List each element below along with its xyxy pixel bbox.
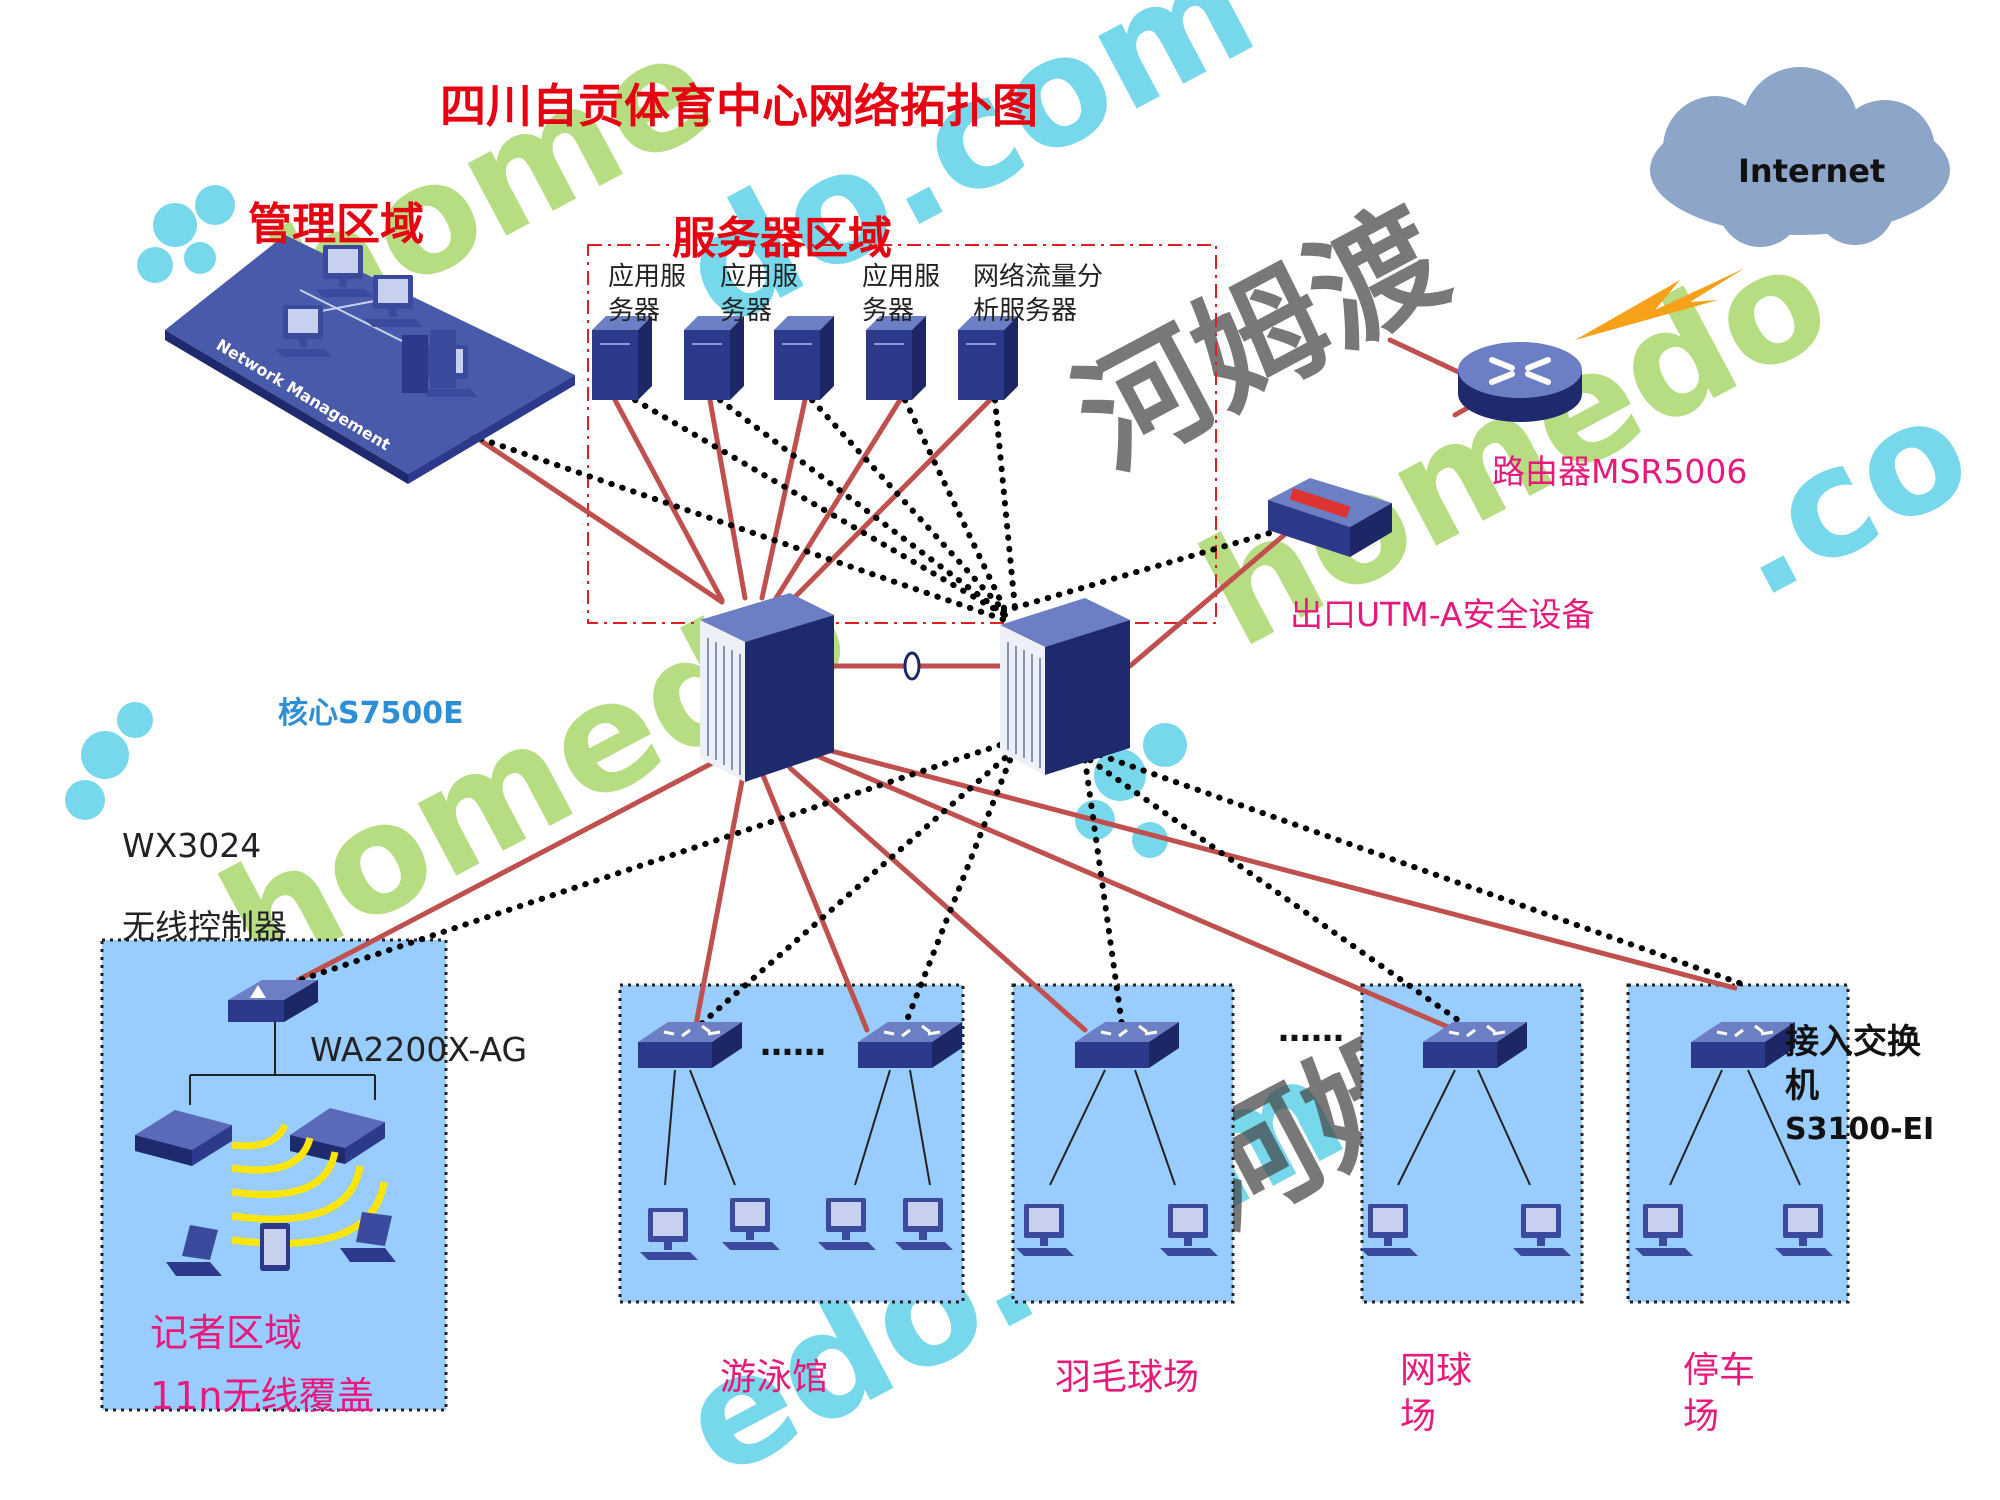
server-zone-title: 服务器区域	[672, 213, 892, 264]
server-label-4: 网络流量分析服务器	[973, 262, 1104, 326]
link-aggregation-icon	[903, 651, 921, 681]
wireless-coverage-label: 11n无线覆盖	[150, 1374, 375, 1418]
server-icon	[773, 315, 835, 401]
access-point-icon	[135, 1110, 232, 1166]
internet-cloud-icon	[1650, 67, 1950, 247]
management-zone-title: 管理区域	[248, 199, 424, 250]
venue-parking: 停车场	[1683, 1350, 1756, 1437]
server-label-2: 应用服务器	[720, 262, 799, 326]
server-icon	[957, 315, 1019, 401]
access-links	[664, 1069, 1801, 1186]
wireless-controller-icon	[228, 980, 318, 1022]
core-switch-a-icon	[700, 593, 834, 782]
server-zone-box	[587, 244, 1217, 624]
laptop-icon	[166, 1225, 222, 1276]
pool-ellipsis: ……	[760, 1024, 826, 1063]
server-label-1: 应用服务器	[608, 262, 687, 326]
server-icon	[865, 315, 927, 401]
server-icon	[683, 315, 745, 401]
lightning-icon	[1575, 268, 1745, 340]
reporter-zone-label: 记者区域	[150, 1311, 303, 1355]
internet-label: Internet	[1738, 152, 1886, 190]
dotted-links	[297, 397, 1748, 1028]
solid-links	[295, 337, 1738, 1033]
access-switch-label: 接入交换 机 S3100-EI	[1785, 1022, 1935, 1147]
core-switch-b-icon	[1000, 598, 1130, 775]
server-icon	[591, 315, 653, 401]
venue-badminton: 羽毛球场	[1055, 1357, 1200, 1398]
venue-pool: 游泳馆	[720, 1357, 829, 1398]
utm-firewall-icon	[1268, 478, 1392, 557]
server-label-3: 应用服务器	[862, 262, 941, 326]
servers	[591, 315, 1019, 401]
wireless-controller-model: WX3024	[122, 826, 262, 865]
watermark-flower-icon	[65, 185, 1187, 858]
router-label: 路由器MSR5006	[1492, 452, 1748, 491]
management-platform	[165, 235, 575, 484]
router-icon	[1458, 342, 1582, 422]
venue-ellipsis: ……	[1278, 1010, 1344, 1049]
access-point-model: WA2200X-AG	[310, 1030, 528, 1069]
core-switch-label: 核心S7500E	[278, 696, 464, 731]
venue-tennis: 网球场	[1400, 1350, 1473, 1437]
utm-label: 出口UTM-A安全设备	[1290, 595, 1595, 634]
tablet-icon	[260, 1223, 290, 1271]
ap-tree-lines	[189, 1022, 376, 1105]
diagram-title: 四川自贡体育中心网络拓扑图	[440, 79, 1038, 133]
wireless-controller-name: 无线控制器	[122, 907, 287, 946]
laptop-icon	[340, 1212, 396, 1262]
